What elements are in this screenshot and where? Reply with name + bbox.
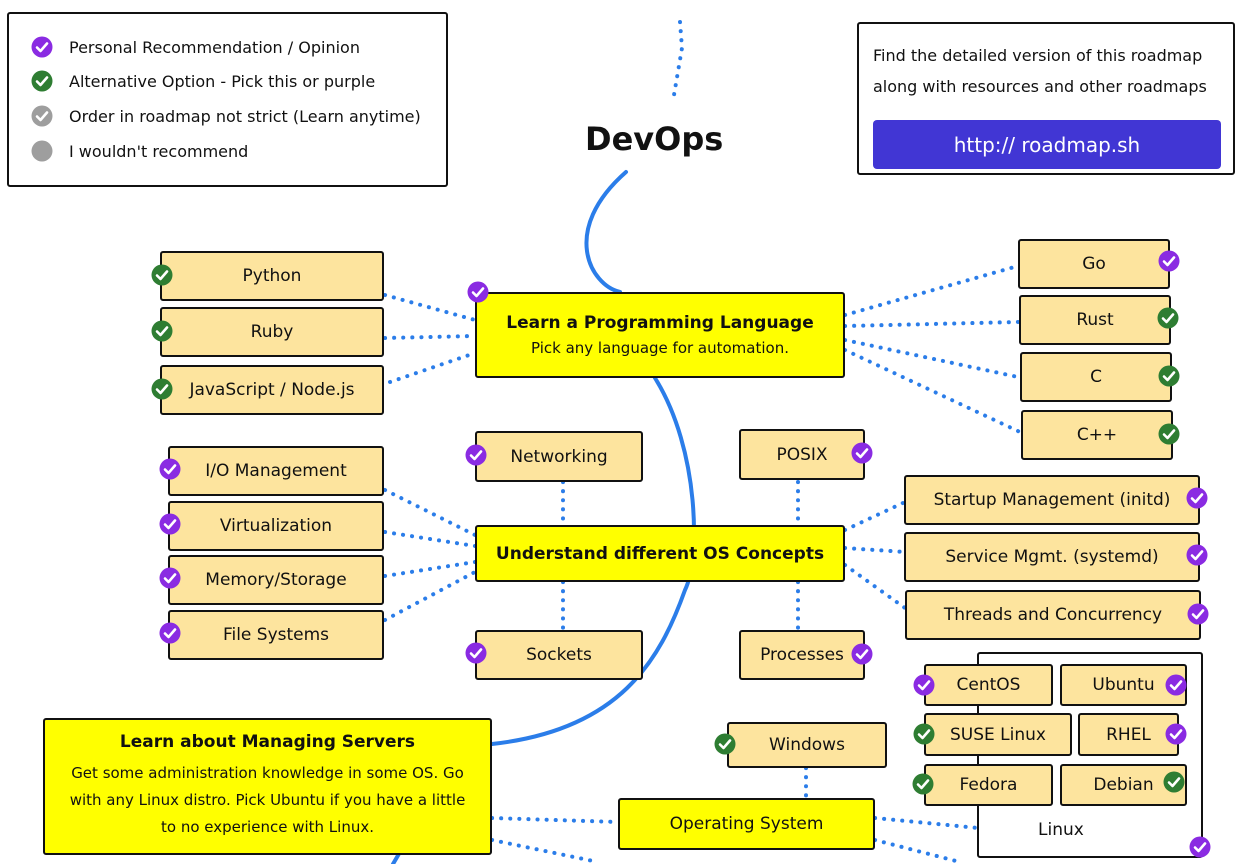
legend-label: Order in roadmap not strict (Learn anyti… bbox=[69, 106, 421, 126]
legend-item-not-recommended: I wouldn't recommend bbox=[31, 140, 248, 162]
purple-check-icon bbox=[467, 281, 489, 303]
purple-check-icon bbox=[31, 36, 53, 58]
purple-check-icon bbox=[159, 567, 181, 589]
roadmap-link-button[interactable]: http:// roadmap.sh bbox=[873, 120, 1221, 169]
node-sockets[interactable]: Sockets bbox=[475, 630, 643, 680]
node-file-systems[interactable]: File Systems bbox=[168, 610, 384, 660]
node-programming-language[interactable]: Learn a Programming Language Pick any la… bbox=[475, 292, 845, 378]
node-memory-storage[interactable]: Memory/Storage bbox=[168, 555, 384, 605]
purple-check-icon bbox=[1158, 250, 1180, 272]
node-centos[interactable]: CentOS bbox=[924, 664, 1053, 706]
purple-check-icon bbox=[1186, 544, 1208, 566]
green-check-icon bbox=[912, 773, 934, 795]
purple-check-icon bbox=[159, 513, 181, 535]
purple-check-icon bbox=[1186, 487, 1208, 509]
info-text-line-1: Find the detailed version of this roadma… bbox=[873, 46, 1203, 65]
legend-label: I wouldn't recommend bbox=[69, 141, 249, 161]
node-description-line-1: Get some administration knowledge in som… bbox=[71, 764, 464, 782]
legend-label: Personal Recommendation / Opinion bbox=[69, 37, 360, 57]
node-io-management[interactable]: I/O Management bbox=[168, 446, 384, 496]
node-os-concepts[interactable]: Understand different OS Concepts bbox=[475, 525, 845, 582]
node-operating-system[interactable]: Operating System bbox=[618, 798, 875, 850]
node-networking[interactable]: Networking bbox=[475, 431, 643, 482]
node-fedora[interactable]: Fedora bbox=[924, 764, 1053, 806]
node-managing-servers[interactable]: Learn about Managing Servers Get some ad… bbox=[43, 718, 492, 855]
purple-check-icon bbox=[1189, 836, 1211, 858]
green-check-icon bbox=[1158, 365, 1180, 387]
purple-check-icon bbox=[913, 674, 935, 696]
page-title: DevOps bbox=[585, 120, 724, 158]
purple-check-icon bbox=[465, 642, 487, 664]
node-go[interactable]: Go bbox=[1018, 239, 1170, 289]
green-check-icon bbox=[913, 723, 935, 745]
node-description-line-2: with any Linux distro. Pick Ubuntu if yo… bbox=[69, 791, 466, 809]
purple-check-icon bbox=[159, 622, 181, 644]
green-check-icon bbox=[151, 378, 173, 400]
green-check-icon bbox=[151, 264, 173, 286]
node-windows[interactable]: Windows bbox=[727, 722, 887, 768]
node-description-line-3: to no experience with Linux. bbox=[161, 818, 374, 836]
green-check-icon bbox=[31, 70, 53, 92]
purple-check-icon bbox=[851, 442, 873, 464]
legend-item-order: Order in roadmap not strict (Learn anyti… bbox=[31, 105, 421, 127]
legend-item-alternative: Alternative Option - Pick this or purple bbox=[31, 70, 375, 92]
purple-check-icon bbox=[1187, 603, 1209, 625]
node-title: Learn a Programming Language bbox=[506, 313, 814, 333]
node-python[interactable]: Python bbox=[160, 251, 384, 301]
node-rhel[interactable]: RHEL bbox=[1078, 713, 1179, 756]
node-javascript[interactable]: JavaScript / Node.js bbox=[160, 365, 384, 415]
node-title: Learn about Managing Servers bbox=[119, 732, 416, 752]
info-panel: Find the detailed version of this roadma… bbox=[857, 22, 1235, 175]
green-check-icon bbox=[1158, 423, 1180, 445]
gray-check-icon bbox=[31, 105, 53, 127]
node-virtualization[interactable]: Virtualization bbox=[168, 501, 384, 551]
legend-item-recommendation: Personal Recommendation / Opinion bbox=[31, 36, 360, 58]
node-rust[interactable]: Rust bbox=[1019, 295, 1171, 345]
purple-check-icon bbox=[851, 643, 873, 665]
node-cpp[interactable]: C++ bbox=[1021, 410, 1173, 460]
purple-check-icon bbox=[1165, 723, 1187, 745]
green-check-icon bbox=[1163, 771, 1185, 793]
purple-check-icon bbox=[465, 444, 487, 466]
green-check-icon bbox=[714, 733, 736, 755]
node-ruby[interactable]: Ruby bbox=[160, 307, 384, 357]
node-startup-management[interactable]: Startup Management (initd) bbox=[904, 475, 1200, 525]
node-processes[interactable]: Processes bbox=[739, 630, 865, 680]
node-suse[interactable]: SUSE Linux bbox=[924, 713, 1072, 756]
green-check-icon bbox=[1157, 307, 1179, 329]
dotted-top bbox=[672, 20, 685, 97]
linux-label: Linux bbox=[1038, 820, 1084, 840]
legend-panel: Personal Recommendation / Opinion Altern… bbox=[7, 12, 448, 187]
gray-dot-icon bbox=[31, 140, 53, 162]
node-subtitle: Pick any language for automation. bbox=[531, 339, 789, 357]
purple-check-icon bbox=[159, 458, 181, 480]
purple-check-icon bbox=[1165, 674, 1187, 696]
node-service-management[interactable]: Service Mgmt. (systemd) bbox=[904, 532, 1200, 582]
info-text-line-2: along with resources and other roadmaps bbox=[873, 77, 1207, 96]
legend-label: Alternative Option - Pick this or purple bbox=[69, 71, 376, 91]
node-threads-concurrency[interactable]: Threads and Concurrency bbox=[905, 590, 1201, 640]
green-check-icon bbox=[151, 320, 173, 342]
node-posix[interactable]: POSIX bbox=[739, 429, 865, 480]
node-c[interactable]: C bbox=[1020, 352, 1172, 402]
main-curve bbox=[584, 170, 628, 294]
